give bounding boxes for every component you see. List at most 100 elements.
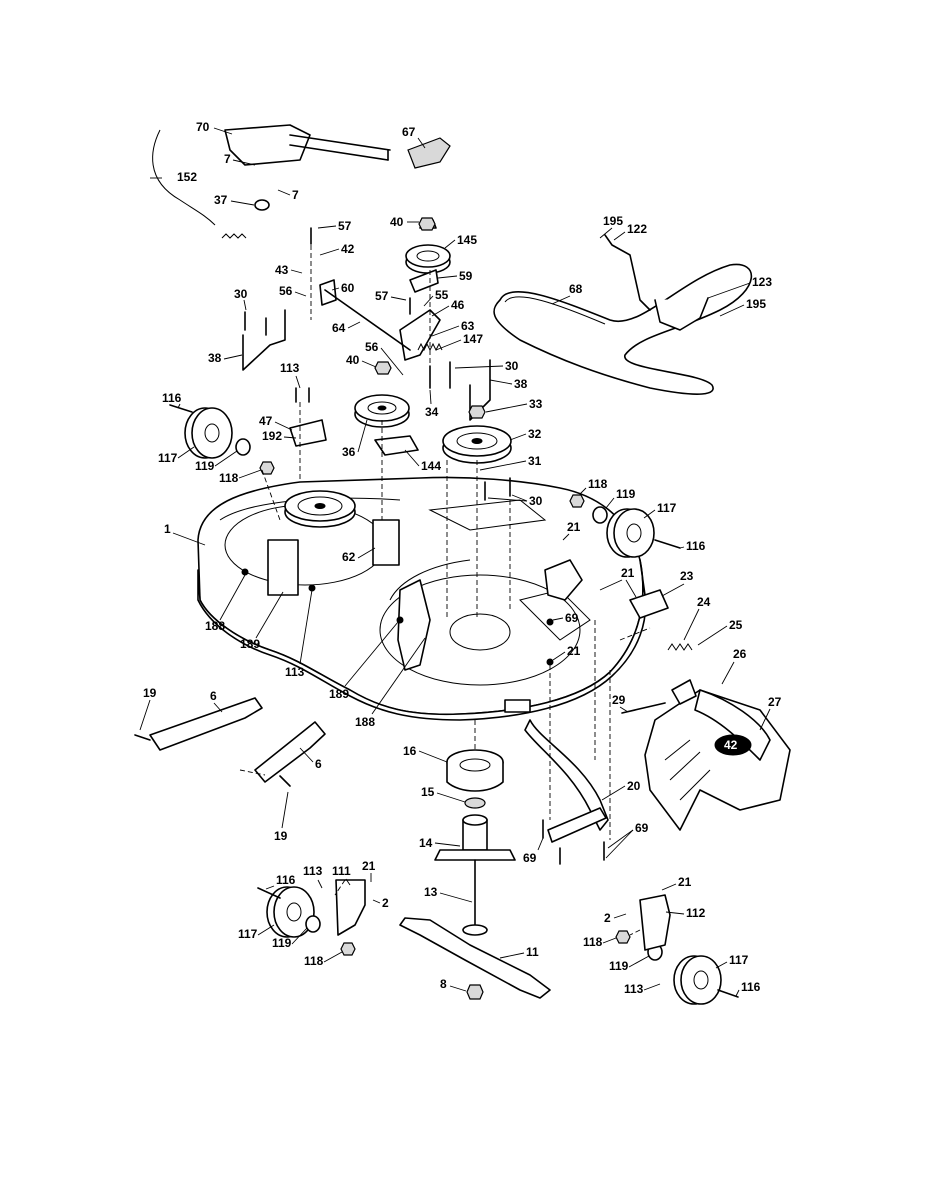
callout-6: 6 [315, 757, 322, 771]
callout-1: 1 [164, 522, 171, 536]
callout-21: 21 [362, 859, 376, 873]
callout-113: 113 [285, 665, 305, 679]
nut-118[interactable] [259, 461, 275, 475]
callout-60: 60 [341, 281, 355, 295]
spindle-assembly[interactable] [434, 749, 516, 936]
callout-57: 57 [375, 289, 389, 303]
callout-40: 40 [390, 215, 404, 229]
gauge-wheel-icon[interactable] [184, 407, 233, 459]
callout-118: 118 [219, 471, 239, 485]
callout-118: 118 [583, 935, 603, 949]
callout-64: 64 [332, 321, 346, 335]
callout-labels: 70 67 7 7 152 37 57 42 43 56 60 40 145 5… [139, 120, 782, 997]
callout-29: 29 [612, 693, 626, 707]
callout-111: 111 [332, 864, 351, 878]
nut-118[interactable] [569, 494, 585, 508]
callout-118: 118 [588, 477, 608, 491]
bracket-111[interactable] [335, 879, 366, 936]
deck-size-logo: 42 [724, 738, 738, 752]
hanger-bracket-6-front[interactable] [149, 697, 263, 751]
callout-19: 19 [274, 829, 288, 843]
gauge-wheel-icon[interactable] [673, 955, 722, 1005]
callout-116: 116 [162, 391, 182, 405]
callout-37: 37 [214, 193, 228, 207]
callout-2: 2 [382, 896, 389, 910]
callout-55: 55 [435, 288, 449, 302]
callout-119: 119 [609, 959, 629, 973]
callout-113: 113 [624, 982, 644, 996]
callout-56: 56 [365, 340, 379, 354]
callout-38: 38 [208, 351, 222, 365]
handle-grip-67[interactable] [407, 137, 451, 169]
blade-bolt-8[interactable] [466, 984, 484, 1000]
idler-arm-47[interactable] [289, 419, 327, 447]
nut-33[interactable] [468, 405, 486, 419]
nut-40[interactable] [418, 217, 436, 231]
belt-icon[interactable] [493, 263, 753, 395]
deflector-link-20[interactable] [524, 719, 609, 831]
belt-guide-122[interactable] [604, 234, 651, 311]
chute-rod-29[interactable] [621, 702, 666, 714]
belt-guide-123[interactable] [654, 297, 709, 331]
washer-119[interactable] [592, 506, 608, 524]
nut-118[interactable] [615, 930, 631, 944]
lift-handle-assembly[interactable] [224, 124, 391, 166]
gauge-wheel-icon[interactable] [606, 508, 655, 558]
callout-144: 144 [421, 459, 441, 473]
callout-8: 8 [440, 977, 447, 991]
cable-152[interactable] [152, 129, 216, 226]
callout-116: 116 [276, 873, 296, 887]
callout-189: 189 [329, 687, 349, 701]
callout-24: 24 [697, 595, 711, 609]
callout-68: 68 [569, 282, 583, 296]
callout-21: 21 [567, 644, 581, 658]
callout-21: 21 [567, 520, 581, 534]
callout-69: 69 [565, 611, 579, 625]
callout-36: 36 [342, 445, 356, 459]
washer-37[interactable] [254, 199, 270, 211]
nut-118[interactable] [340, 942, 356, 956]
bolt-icon[interactable] [134, 227, 739, 998]
callout-43: 43 [275, 263, 289, 277]
washer-119[interactable] [235, 438, 251, 456]
callout-6: 6 [210, 689, 217, 703]
callout-46: 46 [451, 298, 465, 312]
callout-112: 112 [686, 906, 706, 920]
blade-icon[interactable] [399, 917, 551, 999]
idler-bracket-144[interactable] [374, 435, 419, 456]
callout-23: 23 [680, 569, 694, 583]
callout-116: 116 [741, 980, 761, 994]
hanger-bracket-6-rear[interactable] [254, 721, 326, 783]
bracket-23[interactable] [629, 589, 669, 619]
mower-deck-housing[interactable] [197, 476, 647, 721]
bracket-112[interactable] [639, 894, 671, 951]
callout-59: 59 [459, 269, 473, 283]
callout-42: 42 [341, 242, 355, 256]
callout-119: 119 [195, 459, 215, 473]
deflector-link-20b[interactable] [547, 807, 607, 843]
callout-25: 25 [729, 618, 743, 632]
discharge-chute[interactable]: 42 [644, 689, 791, 831]
callout-118: 118 [304, 954, 324, 968]
washer-119[interactable] [305, 915, 321, 933]
callout-7: 7 [224, 152, 231, 166]
rod-64[interactable] [324, 289, 411, 351]
callout-15: 15 [421, 785, 435, 799]
chute-hinge-bracket[interactable] [671, 679, 697, 705]
callout-56: 56 [279, 284, 293, 298]
pulley-icon[interactable] [442, 425, 512, 464]
callout-122: 122 [627, 222, 647, 236]
callout-14: 14 [419, 836, 433, 850]
callout-123: 123 [752, 275, 772, 289]
rod-38-left[interactable] [242, 309, 286, 371]
nut-40[interactable] [374, 361, 392, 375]
gauge-wheel-icon[interactable] [266, 886, 315, 938]
callout-113: 113 [303, 864, 323, 878]
callout-30: 30 [529, 494, 543, 508]
bracket-59[interactable] [409, 269, 439, 293]
callout-30: 30 [505, 359, 519, 373]
callout-40: 40 [346, 353, 360, 367]
callout-69: 69 [523, 851, 537, 865]
pulley-icon[interactable] [284, 490, 356, 528]
callout-11: 11 [526, 945, 539, 959]
